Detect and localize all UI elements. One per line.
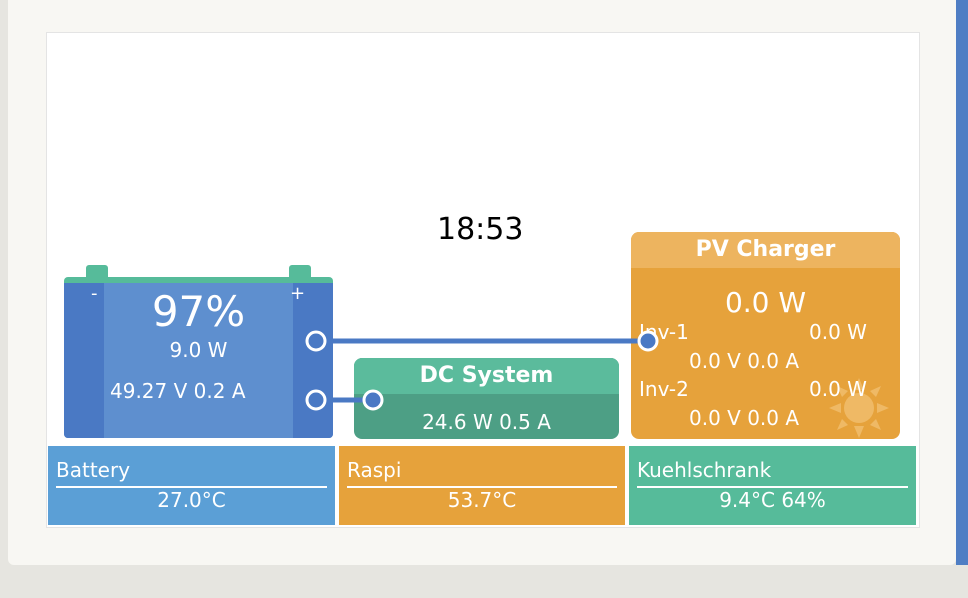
pv-charger-widget[interactable]: PV Charger 0.0 W Inv-1 0.0 W 0.0 V 0.0 A…	[631, 232, 900, 439]
tile-raspi-name: Raspi	[347, 458, 402, 482]
pv-total-power: 0.0 W	[724, 286, 807, 319]
dc-system-title: DC System	[354, 358, 619, 394]
right-accent-strip	[956, 0, 968, 565]
battery-plus-sign: +	[290, 283, 306, 304]
battery-minus-sign: -	[91, 283, 98, 304]
pv-tracker-1-power: 0.0 W	[809, 320, 867, 344]
battery-power: 9.0 W	[169, 338, 228, 362]
wire-node-pv	[637, 330, 659, 352]
tile-battery-name: Battery	[56, 458, 131, 482]
tile-battery[interactable]: Battery 27.0°C	[48, 446, 335, 525]
battery-voltage-current: 49.27 V 0.2 A	[110, 379, 246, 403]
tile-raspi[interactable]: Raspi 53.7°C	[339, 446, 625, 525]
dc-system-widget[interactable]: DC System 24.6 W 0.5 A	[354, 358, 619, 439]
battery-soc: 97%	[151, 287, 246, 336]
battery-terminal-negative	[86, 265, 108, 279]
battery-side-left	[64, 283, 104, 438]
tile-kuehlschrank-value: 9.4°C 64%	[719, 488, 826, 512]
tile-raspi-value: 53.7°C	[447, 488, 517, 512]
pv-tracker-2-name: Inv-2	[639, 377, 689, 401]
battery-terminal-positive	[289, 265, 311, 279]
pv-tracker-2-power: 0.0 W	[809, 377, 867, 401]
tile-kuehlschrank[interactable]: Kuehlschrank 9.4°C 64%	[629, 446, 916, 525]
tile-divider	[56, 486, 327, 488]
pv-charger-title: PV Charger	[631, 232, 900, 268]
wire-node-dc	[362, 389, 384, 411]
pv-tracker-2-voltage-current: 0.0 V 0.0 A	[689, 406, 800, 430]
wire-node-battery-lower	[305, 389, 327, 411]
tile-kuehlschrank-name: Kuehlschrank	[637, 458, 772, 482]
dc-system-values: 24.6 W 0.5 A	[422, 410, 551, 434]
battery-widget[interactable]: - + 97% 9.0 W 49.27 V 0.2 A	[64, 283, 333, 438]
tile-battery-value: 27.0°C	[157, 488, 226, 512]
battery-side-right	[293, 283, 333, 438]
wire-node-battery-upper	[305, 330, 327, 352]
clock: 18:53	[437, 212, 524, 247]
sun-icon	[829, 378, 889, 438]
tile-divider	[347, 486, 617, 488]
tile-divider	[637, 486, 908, 488]
pv-tracker-1-voltage-current: 0.0 V 0.0 A	[689, 349, 800, 373]
battery-top-strip	[64, 277, 333, 283]
